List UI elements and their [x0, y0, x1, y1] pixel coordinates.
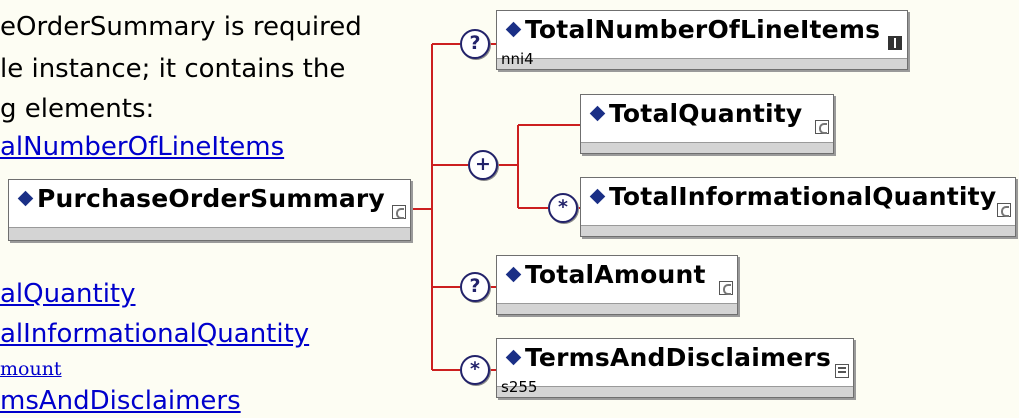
element-name: TermsAndDisclaimers [525, 343, 832, 372]
element-box-total-informational-quantity[interactable]: TotalInformationalQuantity [580, 177, 1016, 237]
link-total-informational-quantity[interactable]: alInformationalQuantity [0, 319, 310, 349]
element-name: TotalQuantity [609, 99, 803, 128]
element-type: nni4 [501, 50, 534, 68]
info-icon [888, 36, 902, 50]
link-total-number-of-line-items[interactable]: alNumberOfLineItems [0, 132, 285, 162]
link-total-amount[interactable]: mount [0, 358, 62, 380]
element-name: PurchaseOrderSummary [37, 184, 385, 213]
element-name: TotalAmount [525, 260, 706, 289]
element-box-total-amount[interactable]: TotalAmount [496, 255, 738, 315]
content-icon [392, 205, 406, 219]
connector-lines [412, 43, 580, 371]
element-type: s255 [501, 378, 538, 396]
element-name: TotalNumberOfLineItems [525, 15, 881, 44]
element-name: TotalInformationalQuantity [609, 182, 997, 211]
content-icon [815, 120, 829, 134]
element-box-terms-and-disclaimers[interactable]: TermsAndDisclaimers s255 [496, 338, 854, 398]
root-element-box[interactable]: PurchaseOrderSummary [8, 179, 411, 241]
content-icon [997, 203, 1011, 217]
description-line-3: g elements: [0, 94, 155, 124]
content-icon [719, 281, 733, 295]
list-icon [835, 364, 849, 378]
element-box-total-quantity[interactable]: TotalQuantity [580, 94, 834, 154]
description-line-1: eOrderSummary is required [0, 12, 362, 42]
element-box-total-number-of-line-items[interactable]: TotalNumberOfLineItems nni4 [496, 10, 908, 70]
link-total-quantity[interactable]: alQuantity [0, 279, 136, 309]
description-line-2: le instance; it contains the [0, 54, 346, 84]
